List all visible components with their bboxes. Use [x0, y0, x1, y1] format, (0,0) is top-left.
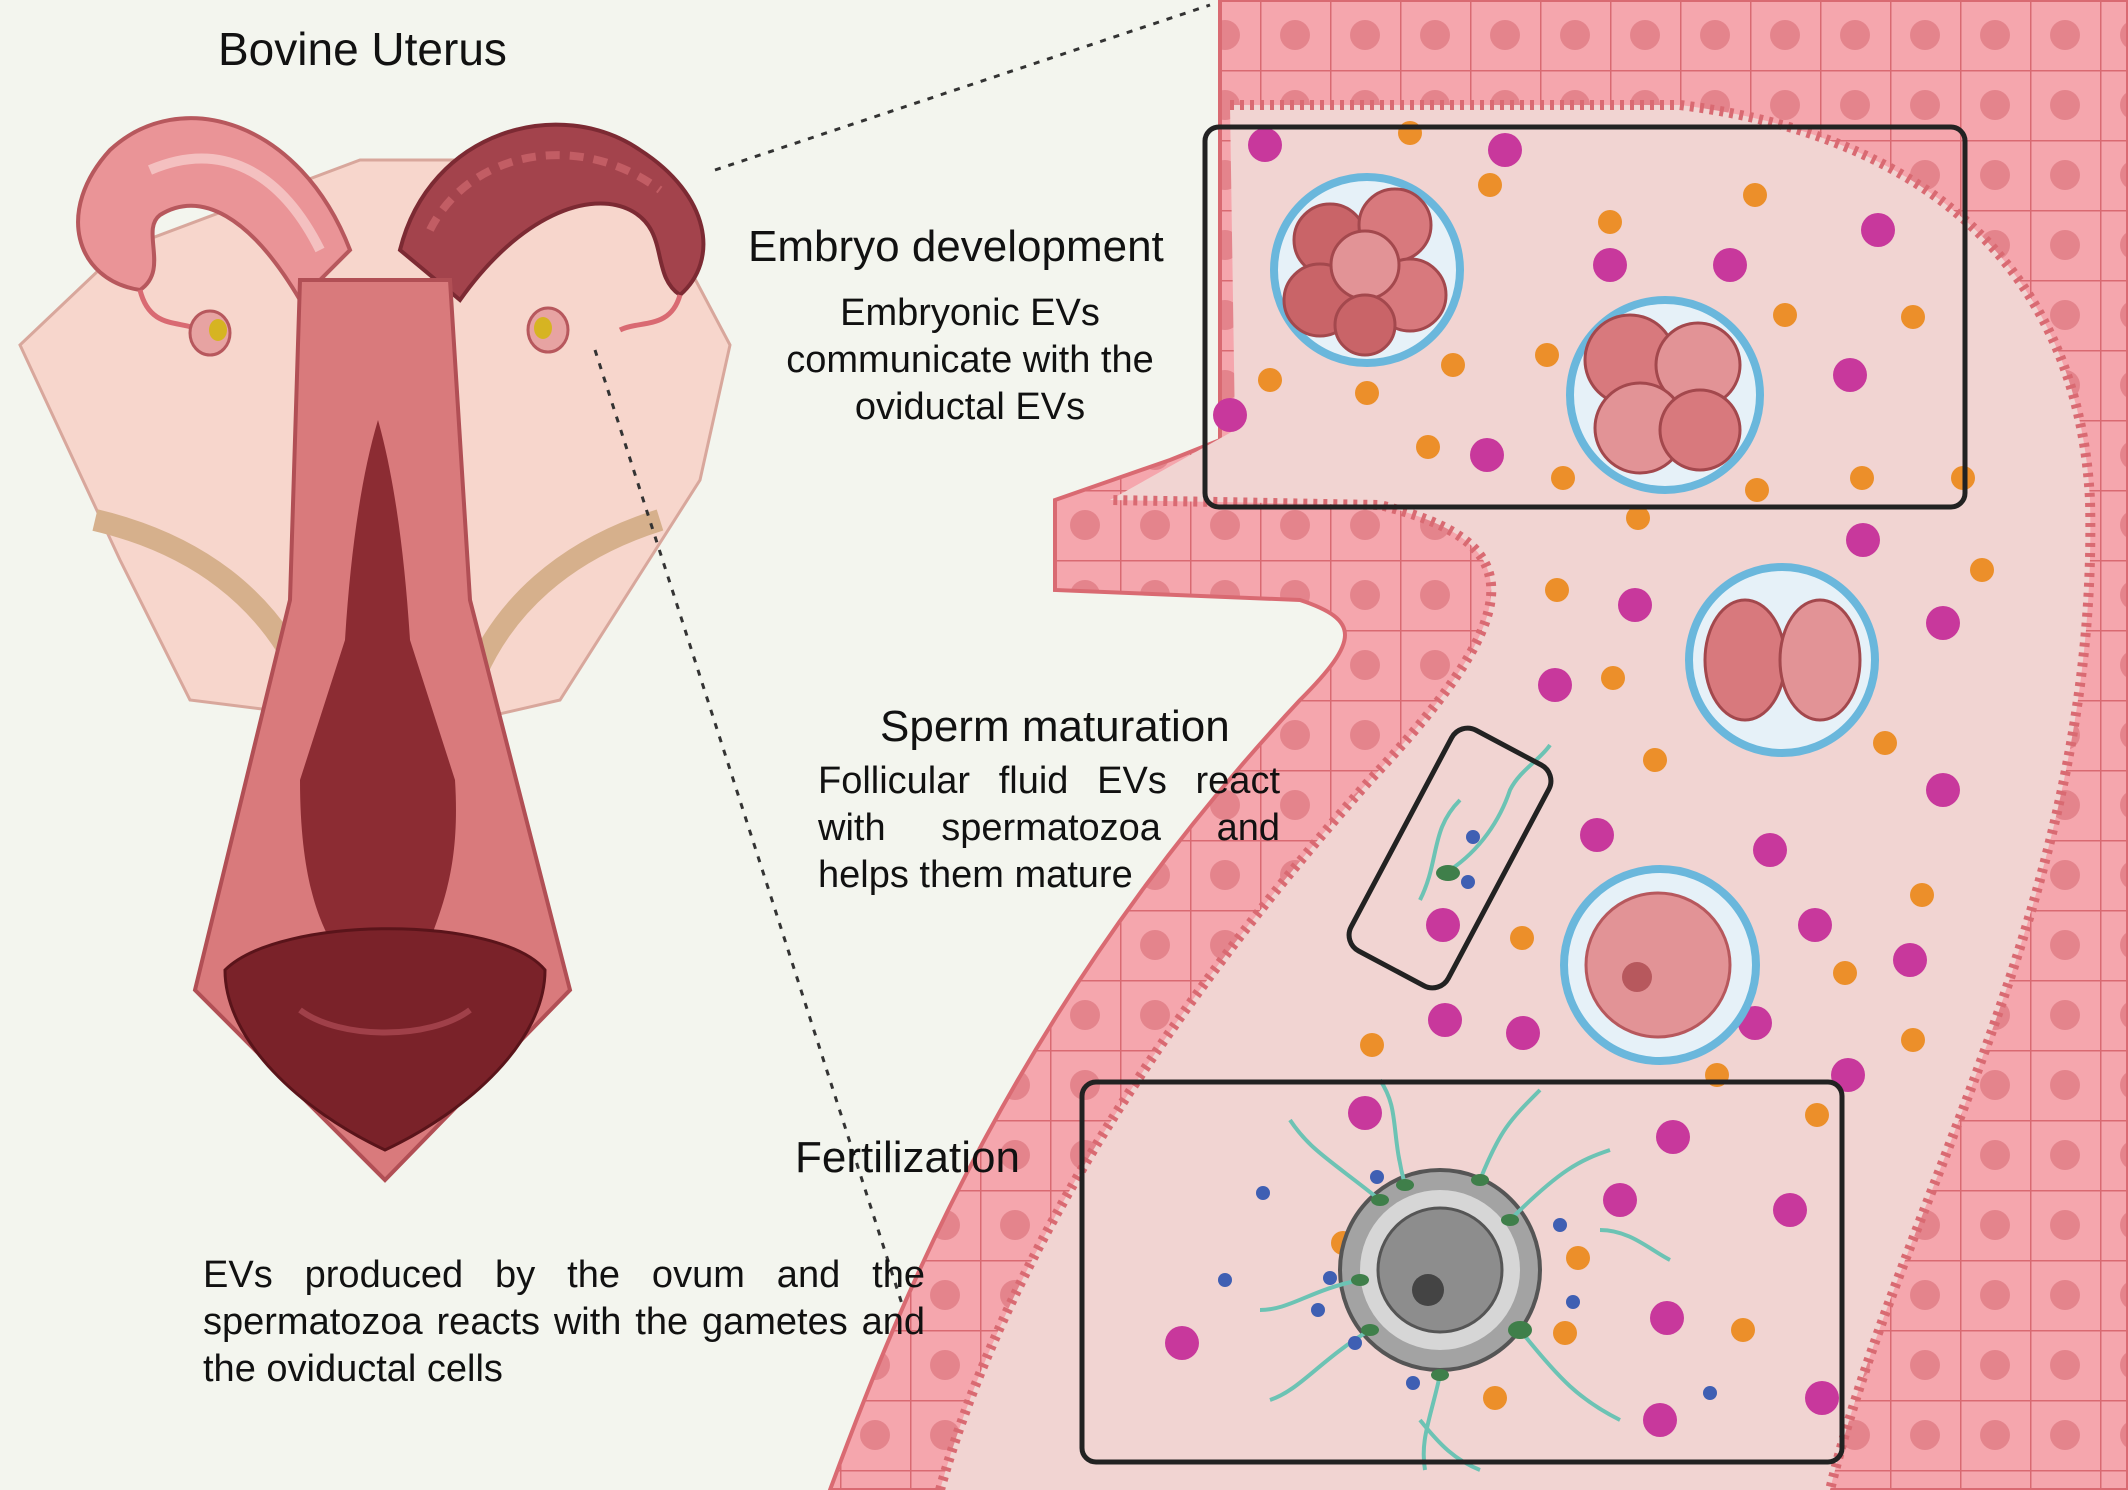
oviduct-epithelium-illustration	[827, 0, 2128, 1490]
sperm-maturation-heading: Sperm maturation	[880, 702, 1230, 751]
oviduct-right	[618, 294, 683, 333]
uterine-horn-left	[76, 116, 353, 304]
endometrium-texture	[426, 151, 663, 232]
sperm-maturation-text: Follicular fluid EVs react with spermato…	[818, 760, 1280, 896]
corpus-luteum-left	[209, 319, 227, 341]
ev-cluster-magenta	[1165, 128, 1960, 1437]
oviduct-lumen	[940, 105, 2091, 1490]
two-cell-embryo-icon	[1685, 563, 1879, 757]
cervical-canal	[300, 420, 456, 940]
zygote-icon	[1560, 865, 1760, 1065]
uterus-title: Bovine Uterus	[218, 23, 507, 75]
fertilization-box	[1079, 1079, 1845, 1465]
fertilization-heading: Fertilization	[795, 1133, 1020, 1182]
bovine-uterus-illustration	[18, 116, 732, 1183]
morula-icon	[1270, 173, 1464, 367]
sperm-maturation-box	[1346, 725, 1554, 991]
oocyte-icon	[1338, 1168, 1542, 1372]
fertilization-text: EVs produced by the ovum and the spermat…	[203, 1254, 925, 1390]
ev-cluster-orange	[1258, 121, 1994, 1410]
ev-cluster-blue	[1218, 830, 1717, 1400]
four-cell-embryo-icon	[1566, 296, 1764, 494]
embryo-development-text: Embryonic EVs communicate with the ovidu…	[786, 292, 1154, 428]
horn-highlight	[148, 153, 325, 253]
uterine-lumen	[223, 927, 547, 1152]
embryo-development-box	[1202, 124, 1968, 510]
lumen-fold	[298, 1007, 472, 1036]
corpus-luteum-right	[534, 317, 552, 339]
zoom-line-top	[714, 3, 1211, 172]
brush-border	[935, 100, 2096, 1490]
sperm-heads	[1351, 1174, 1532, 1381]
embryo-development-heading: Embryo development	[748, 222, 1164, 271]
zoom-line-bottom	[593, 349, 922, 1361]
